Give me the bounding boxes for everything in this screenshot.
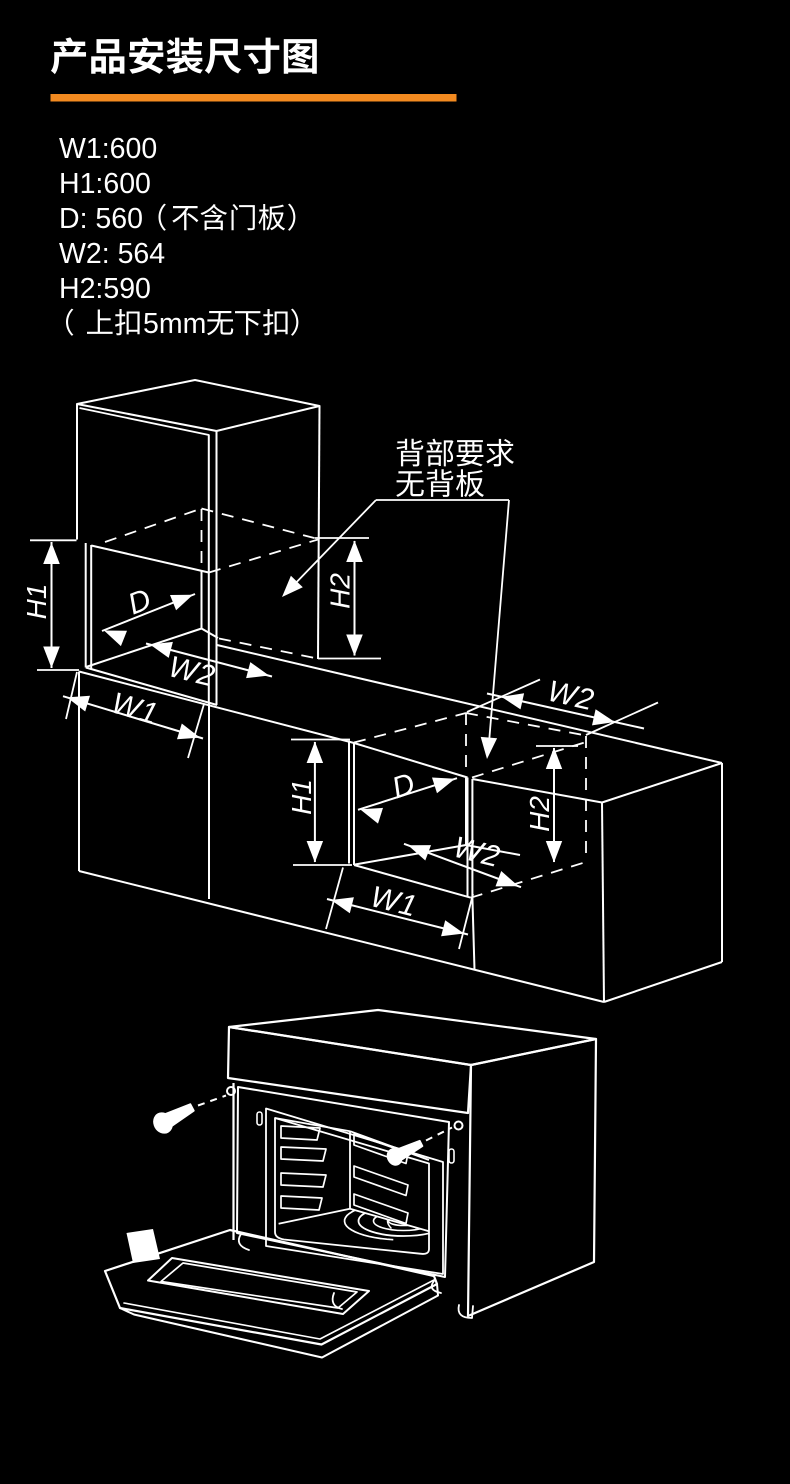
svg-text:H1: H1 — [286, 779, 317, 815]
svg-text:5mm: 5mm — [143, 308, 206, 340]
svg-text:W1:600: W1:600 — [59, 133, 157, 165]
svg-text:H2:590: H2:590 — [59, 273, 151, 305]
svg-text:H2: H2 — [325, 573, 356, 609]
svg-text:W2: 564: W2: 564 — [59, 238, 165, 270]
svg-text:D: 560: D: 560 — [59, 203, 143, 235]
svg-text:H2: H2 — [524, 796, 555, 832]
svg-text:H1:600: H1:600 — [59, 168, 151, 200]
svg-text:H1: H1 — [21, 584, 52, 620]
